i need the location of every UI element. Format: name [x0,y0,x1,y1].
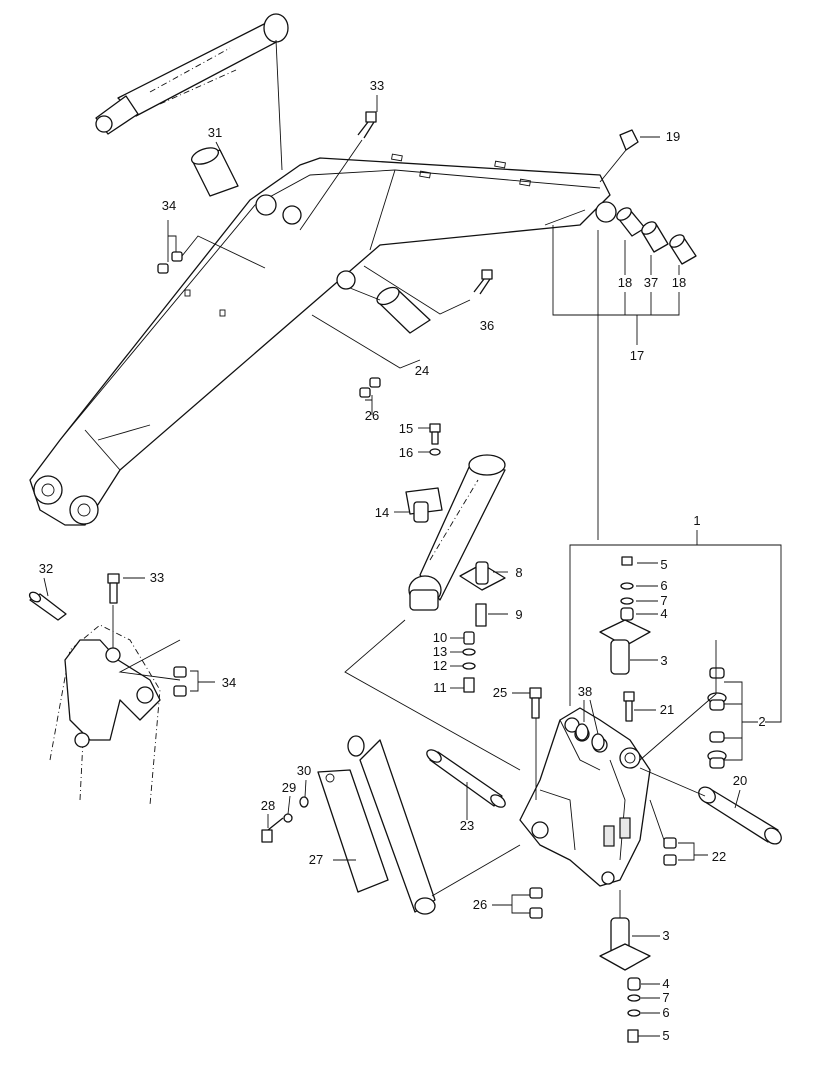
callout-16: 16 [399,445,413,460]
callout-7: 7 [660,593,667,608]
callout-38: 38 [578,684,592,699]
link-27 [317,769,389,893]
callout-4: 4 [662,976,669,991]
callout-33: 33 [150,570,164,585]
callout-32: 32 [39,561,53,576]
callout-3: 3 [662,928,669,943]
callout-27: 27 [309,852,323,867]
callout-6: 6 [662,1005,669,1020]
callout-22: 22 [712,849,726,864]
nuts-34-top [157,220,266,274]
callout-7: 7 [662,990,669,1005]
callout-37: 37 [644,275,658,290]
coupler-assembly [519,707,651,887]
pin-24 [311,286,431,369]
callout-34: 34 [162,198,176,213]
bolt-21 [623,691,656,722]
bolt-25 [512,687,542,800]
arm-cylinder-phantom [408,454,506,611]
callout-4: 4 [660,606,667,621]
left-bracket-detail [28,573,215,806]
pin-14-assembly [394,423,443,523]
callout-5: 5 [662,1028,669,1043]
callout-6: 6 [660,578,667,593]
callout-31: 31 [208,125,222,140]
nuts-26-top [359,377,381,415]
callout-23: 23 [460,818,474,833]
pin-31 [190,141,239,197]
callout-36: 36 [480,318,494,333]
callout-30: 30 [297,763,311,778]
spacers-2 [639,640,758,769]
callout-1: 1 [693,513,700,528]
washers-38 [575,699,605,751]
boom-arm [29,153,617,526]
leader-1 [569,530,782,723]
pin-3-bottom-stack [599,890,660,1043]
pin-3-top-stack [599,556,658,675]
callout-24: 24 [415,363,429,378]
bolt-36 [363,265,493,315]
callout-8: 8 [515,565,522,580]
callout-3: 3 [660,653,667,668]
callout-25: 25 [493,685,507,700]
callout-10: 10 [433,630,447,645]
callout-13: 13 [433,644,447,659]
grease-fitting-19 [599,129,660,183]
callout-15: 15 [399,421,413,436]
callout-28: 28 [261,798,275,813]
callout-17: 17 [630,348,644,363]
callout-5: 5 [660,557,667,572]
callout-2: 2 [758,714,765,729]
callout-19: 19 [666,129,680,144]
nuts-22 [649,799,708,866]
pin-20 [639,767,782,845]
pin-23 [426,749,506,820]
callout-20: 20 [733,773,747,788]
callout-21: 21 [660,702,674,717]
callout-26: 26 [473,897,487,912]
callout-18: 18 [672,275,686,290]
callout-33: 33 [370,78,384,93]
callout-11: 11 [433,680,447,695]
hardware-28-29-30 [261,779,309,843]
bolt-33-top [299,95,378,231]
bucket-cylinder-phantom [347,735,521,915]
callout-18: 18 [618,275,632,290]
nuts-26-bottom [492,887,543,919]
boom-cylinder-phantom [95,13,289,171]
callout-29: 29 [282,780,296,795]
bushings-18-37-18 [552,207,697,540]
callout-9: 9 [515,607,522,622]
pin-8-assembly [344,561,521,771]
callout-26: 26 [365,408,379,423]
callout-12: 12 [433,658,447,673]
callout-14: 14 [375,505,389,520]
callout-34: 34 [222,675,236,690]
